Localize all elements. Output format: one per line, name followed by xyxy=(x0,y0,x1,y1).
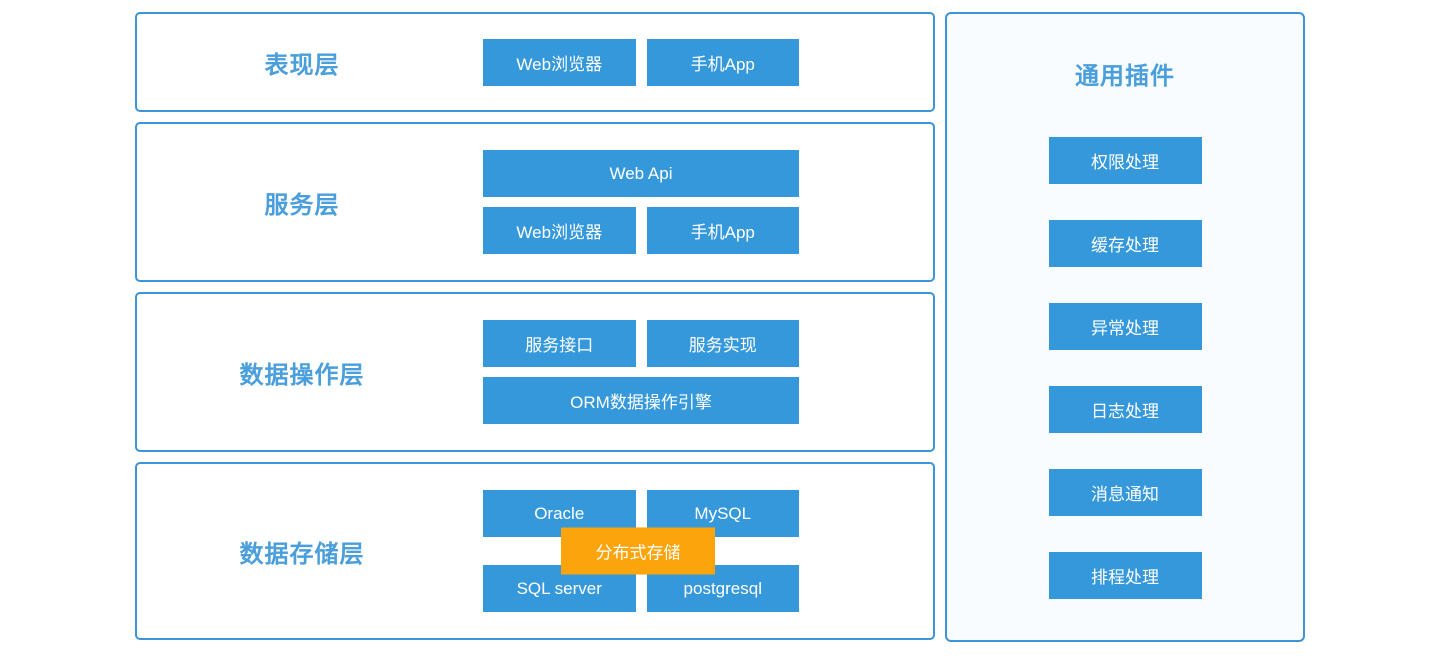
layer-nodes: Web浏览器 手机App xyxy=(483,38,799,86)
plugin-cache: 缓存处理 xyxy=(1048,220,1202,267)
node-row: Web Api xyxy=(483,150,799,197)
node-orm-engine: ORM数据操作引擎 xyxy=(483,377,799,424)
layer-service: 服务层 Web Api Web浏览器 手机App xyxy=(135,122,935,282)
layer-label: 数据存储层 xyxy=(239,540,365,568)
layer-label: 服务层 xyxy=(264,191,340,219)
node-web-browser: Web浏览器 xyxy=(483,38,636,86)
plugin-list: 权限处理 缓存处理 异常处理 日志处理 消息通知 排程处理 xyxy=(947,137,1303,599)
node-service-interface: 服务接口 xyxy=(483,320,636,367)
plugin-exception: 异常处理 xyxy=(1048,303,1202,350)
node-row: ORM数据操作引擎 xyxy=(483,377,799,424)
node-oracle: Oracle xyxy=(483,490,636,537)
layers-column: 表现层 Web浏览器 手机App 服务层 Web Api Web浏览器 手机Ap… xyxy=(135,12,935,650)
plugins-panel-title: 通用插件 xyxy=(1075,63,1175,90)
node-service-implementation: 服务实现 xyxy=(646,320,799,367)
layer-nodes: 服务接口 服务实现 ORM数据操作引擎 xyxy=(483,320,799,424)
node-row: Web浏览器 手机App xyxy=(483,38,799,86)
node-mobile-app: 手机App xyxy=(646,38,799,86)
layer-presentation: 表现层 Web浏览器 手机App xyxy=(135,12,935,112)
plugin-permission: 权限处理 xyxy=(1048,137,1202,184)
plugins-panel: 通用插件 权限处理 缓存处理 异常处理 日志处理 消息通知 排程处理 xyxy=(945,12,1305,642)
layer-data-storage: 数据存储层 Oracle MySQL SQL server postgresql… xyxy=(135,462,935,640)
node-mobile-app: 手机App xyxy=(646,207,799,254)
layer-label: 数据操作层 xyxy=(239,361,365,389)
node-postgresql: postgresql xyxy=(646,565,799,612)
node-sql-server: SQL server xyxy=(483,565,636,612)
plugin-log: 日志处理 xyxy=(1048,386,1202,433)
layer-label: 表现层 xyxy=(264,51,340,79)
plugin-notification: 消息通知 xyxy=(1048,469,1202,516)
layer-nodes: Oracle MySQL SQL server postgresql 分布式存储 xyxy=(483,490,799,612)
plugin-schedule: 排程处理 xyxy=(1048,552,1202,599)
node-web-browser: Web浏览器 xyxy=(483,207,636,254)
layer-data-operation: 数据操作层 服务接口 服务实现 ORM数据操作引擎 xyxy=(135,292,935,452)
node-row: Web浏览器 手机App xyxy=(483,207,799,254)
node-distributed-storage: 分布式存储 xyxy=(561,527,715,575)
node-row: SQL server postgresql xyxy=(483,565,799,612)
node-web-api: Web Api xyxy=(483,150,799,197)
layer-nodes: Web Api Web浏览器 手机App xyxy=(483,150,799,254)
node-row: 服务接口 服务实现 xyxy=(483,320,799,367)
